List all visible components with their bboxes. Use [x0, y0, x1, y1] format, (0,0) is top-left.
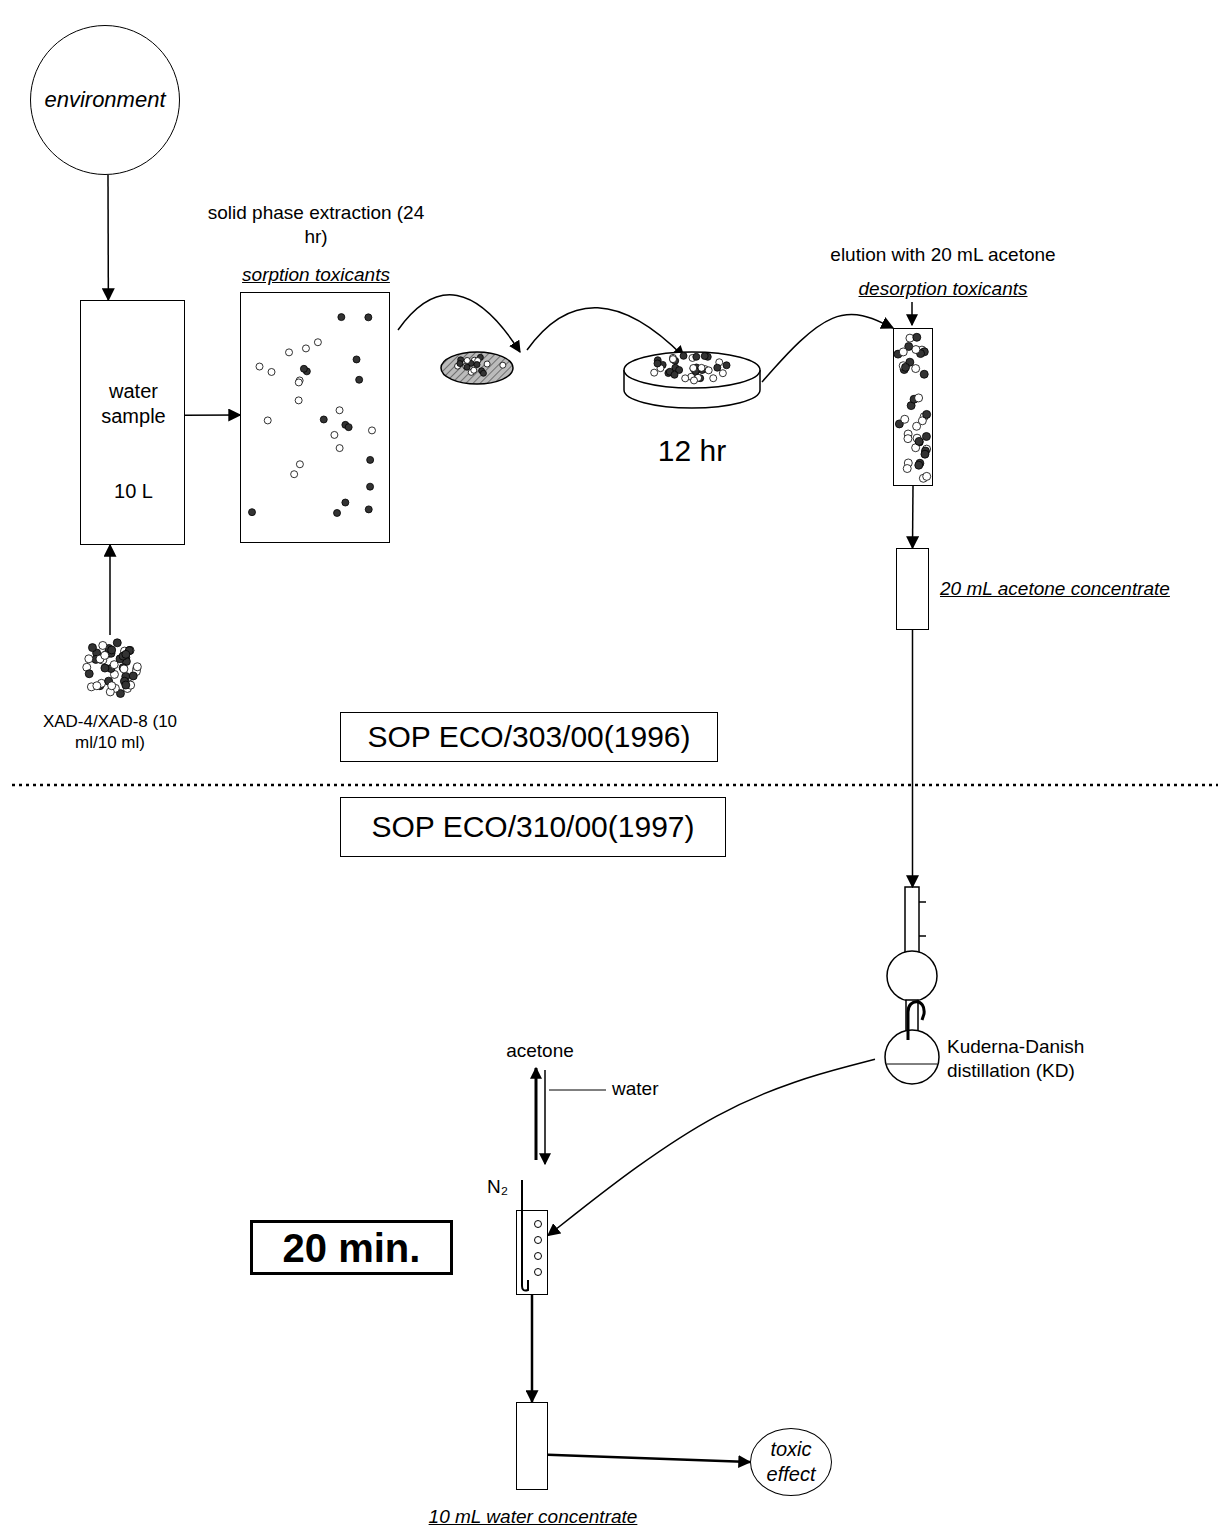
node-text: environment [44, 86, 165, 114]
resin-beads-node: XAD-4/XAD-8 (10 ml/10 ml) [60, 635, 160, 703]
node-text: desorption toxicants [783, 277, 1103, 301]
flow-arrow [548, 1455, 750, 1462]
flow-arrow [548, 1059, 875, 1235]
sop-box: SOP ECO/303/00(1996) [340, 712, 718, 762]
node-text: 20 mL acetone concentrate [940, 577, 1170, 601]
resin-beads [83, 314, 931, 698]
leader-line [549, 1090, 606, 1091]
node-text: solid phase extraction (24 hr) [206, 201, 426, 249]
evaporation-tube: N₂ [516, 1210, 548, 1295]
time-box: 20 min. [250, 1220, 453, 1275]
environment-circle: environment [30, 25, 180, 175]
flow-arrow [107, 175, 109, 300]
elution-column: elution with 20 mL acetonedesorption tox… [893, 328, 933, 486]
transfer-arrow [527, 308, 684, 357]
flow-arrow [912, 630, 914, 887]
node-text: 10 L [81, 479, 186, 504]
kd-apparatus-node: Kuderna-Danish distillation (KD) [875, 887, 950, 1085]
flow-arrow [109, 545, 111, 635]
transfer-arrow [398, 295, 520, 352]
extraction-vessel: solid phase extraction (24 hr)sorption t… [240, 292, 390, 543]
separator-line [12, 784, 1218, 787]
petri-dish [441, 352, 513, 384]
drying-dish: 12 hr [622, 352, 762, 412]
node-text: sorption toxicants [206, 263, 426, 287]
node-text: water sample [81, 379, 186, 429]
node-text: Kuderna-Danish distillation (KD) [947, 1035, 1122, 1083]
node-text: elution with 20 mL acetone [783, 243, 1103, 267]
node-text: XAD-4/XAD-8 (10 ml/10 ml) [30, 711, 190, 754]
flow-arrow [912, 486, 914, 548]
flow-arrow [531, 1295, 534, 1402]
gas-line [522, 1180, 542, 1291]
leader-arrow [911, 302, 913, 325]
effect-circle: toxic effect [750, 1428, 832, 1496]
node-text: SOP ECO/303/00(1996) [368, 718, 691, 756]
flow-arrow [544, 1070, 546, 1164]
petri-dish [624, 352, 760, 408]
sample-tube: 10 mL water concentrate [516, 1402, 548, 1490]
flow-label: water [612, 1078, 658, 1101]
sample-tube: 20 mL acetone concentrate [896, 548, 929, 630]
node-text: 20 min. [283, 1223, 421, 1273]
node-text: SOP ECO/310/00(1997) [372, 808, 695, 846]
node-text: 10 mL water concentrate [403, 1505, 663, 1529]
node-text: N₂ [487, 1175, 508, 1199]
kd-apparatus [885, 887, 939, 1084]
flow-arrow [535, 1068, 538, 1160]
flow-label: acetone [490, 1040, 590, 1063]
sop-box: SOP ECO/310/00(1997) [340, 797, 726, 857]
flow-arrow [185, 414, 240, 416]
flow-arrow [762, 315, 893, 382]
sample-container: water sample 10 L [80, 300, 185, 545]
node-text: 12 hr [622, 432, 762, 470]
node-text: toxic effect [751, 1437, 831, 1487]
